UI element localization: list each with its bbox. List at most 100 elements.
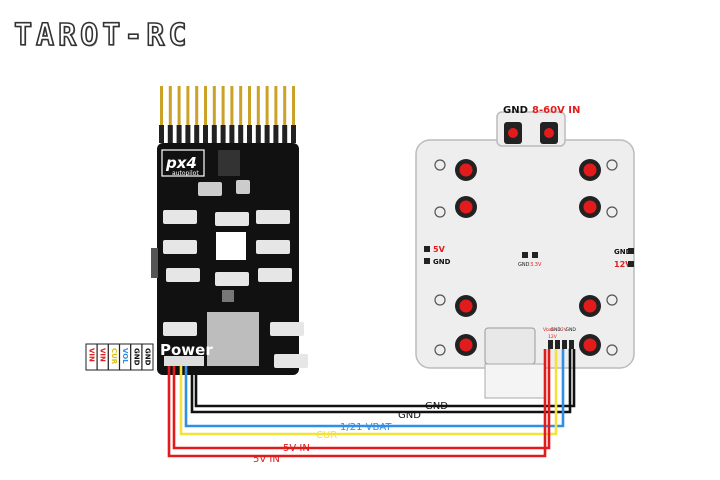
pdb-motor-pad-center [583,338,597,352]
header-pin-base [211,125,217,143]
pdb-header-pin [569,340,574,349]
pdb-xt-connector [484,327,536,365]
pdb-motor-pad-center [583,163,597,177]
px4-logo: px4 [165,154,197,172]
header-pin [292,86,295,128]
wire [167,349,547,458]
pdb-mount-hole [606,206,618,218]
wire [179,349,558,436]
tarot-rc-logo: TAROT-RC [13,17,191,54]
fc-jst-port [258,268,292,282]
pinout-label: CUR [110,348,118,365]
fc-jst-port [163,210,197,224]
pdb-mount-hole [434,206,446,218]
header-pin [248,86,251,128]
pdb-mount-hole [606,344,618,356]
wire [190,349,572,414]
fc-button [236,180,250,194]
pinout-label: VOL [121,348,129,364]
px4-logo-frame [161,149,205,177]
header-pin [221,86,225,128]
fc-jst-port [215,272,249,286]
header-pin [168,86,172,128]
header-pin-base [194,125,200,143]
pdb-motor-pad-center [459,338,473,352]
usb-port [198,182,222,196]
px4-logo-sub: autopilot [172,170,199,177]
pdb-mount-hole [434,344,446,356]
mid-gnd-pad [522,252,528,258]
header-pin-base [282,125,288,143]
header-pin-base [220,125,226,143]
wire-label: GND [398,410,421,421]
header-pin [212,86,216,128]
pdb-header-pin [562,340,567,349]
fc-header-pins [159,86,296,143]
out-5v-gnd-pad [424,258,430,264]
fc-jst-port [166,268,200,282]
out-5v-pad [424,246,430,252]
pdb-motor-pad-center [583,200,597,214]
wire [172,349,551,450]
pdb-xt-plug [484,363,546,399]
pdb-mount-hole [434,159,446,171]
mid-33v-label: 3.3V [530,262,542,268]
fc-chip [218,150,240,176]
power-port-label: Power [160,341,213,359]
pdb-header-label: GND [566,327,577,333]
header-pin-base [264,125,270,143]
header-pin [239,86,243,128]
fc-jst-port [215,212,249,226]
header-pin [186,86,190,128]
pdb-motor-pad-center [459,299,473,313]
wire [184,349,565,428]
out-5v-label: 5V [433,245,446,254]
out-12v-label: 12V [614,260,632,269]
fc-jst-port [256,210,290,224]
pdb-header-sublabel: 12V [548,334,558,340]
input-plus-icon [544,128,554,138]
pinout-label: GND [132,348,140,366]
input-gnd-label: GND [503,105,528,116]
header-pin [265,86,269,128]
header-pin [204,86,207,128]
fc-jst-port [256,240,290,254]
header-pin-base [273,125,279,143]
out-12v-gnd-label: GND [614,248,632,256]
pdb-header-label: 12V [558,327,568,333]
wire-label: CUR [316,430,337,441]
fc-side-button [151,248,158,278]
wire-label: 1/21 VBAT [340,422,392,433]
fc-jst-port [270,322,304,336]
input-minus-icon [508,128,518,138]
wire [194,349,576,408]
fc-jst-port [163,322,197,336]
fc-jst-port [163,240,197,254]
pdb-header-label: GND [551,327,562,333]
header-pin-base [176,125,182,143]
header-pin [160,86,163,128]
pdb-mount-hole [606,294,618,306]
sd-card-slot [207,312,259,366]
header-pin-base [185,125,191,143]
pinout-label: VIN [88,348,96,362]
pdb-pads [434,159,618,356]
pdb-mount-hole [606,159,618,171]
header-pin-base [229,125,235,143]
header-pin [283,86,287,128]
header-pin [177,86,181,128]
pinout-label: VIN [99,348,107,362]
fc-imu [222,290,234,302]
pinout-cell [141,343,154,371]
pdb-mount-hole [434,294,446,306]
pdb-motor-pad-center [459,163,473,177]
wire-label: 5V IN [283,443,310,454]
pdb-header-pin [548,340,553,349]
out-5v-gnd-label: GND [433,258,451,266]
wire-label: GND [425,401,448,412]
fc-sensor-block [216,232,246,260]
input-v-label: 8-60V IN [532,105,580,116]
